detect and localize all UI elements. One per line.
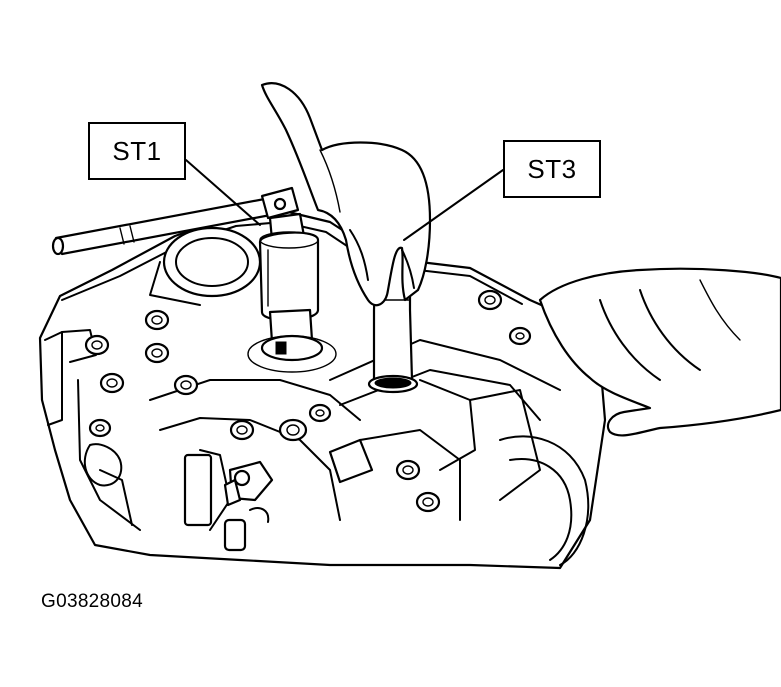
right-arm-glove — [538, 267, 781, 437]
st3-callout-label: ST3 — [503, 140, 601, 198]
gloved-hand — [260, 82, 432, 307]
st1-callout-label: ST1 — [88, 122, 186, 180]
valve-fitting — [183, 438, 374, 552]
case-bolts — [84, 289, 532, 513]
leader-lines — [185, 159, 504, 241]
transmission-case — [38, 208, 607, 570]
figure-code: G03828084 — [41, 591, 144, 612]
st1-special-tool — [247, 186, 337, 373]
